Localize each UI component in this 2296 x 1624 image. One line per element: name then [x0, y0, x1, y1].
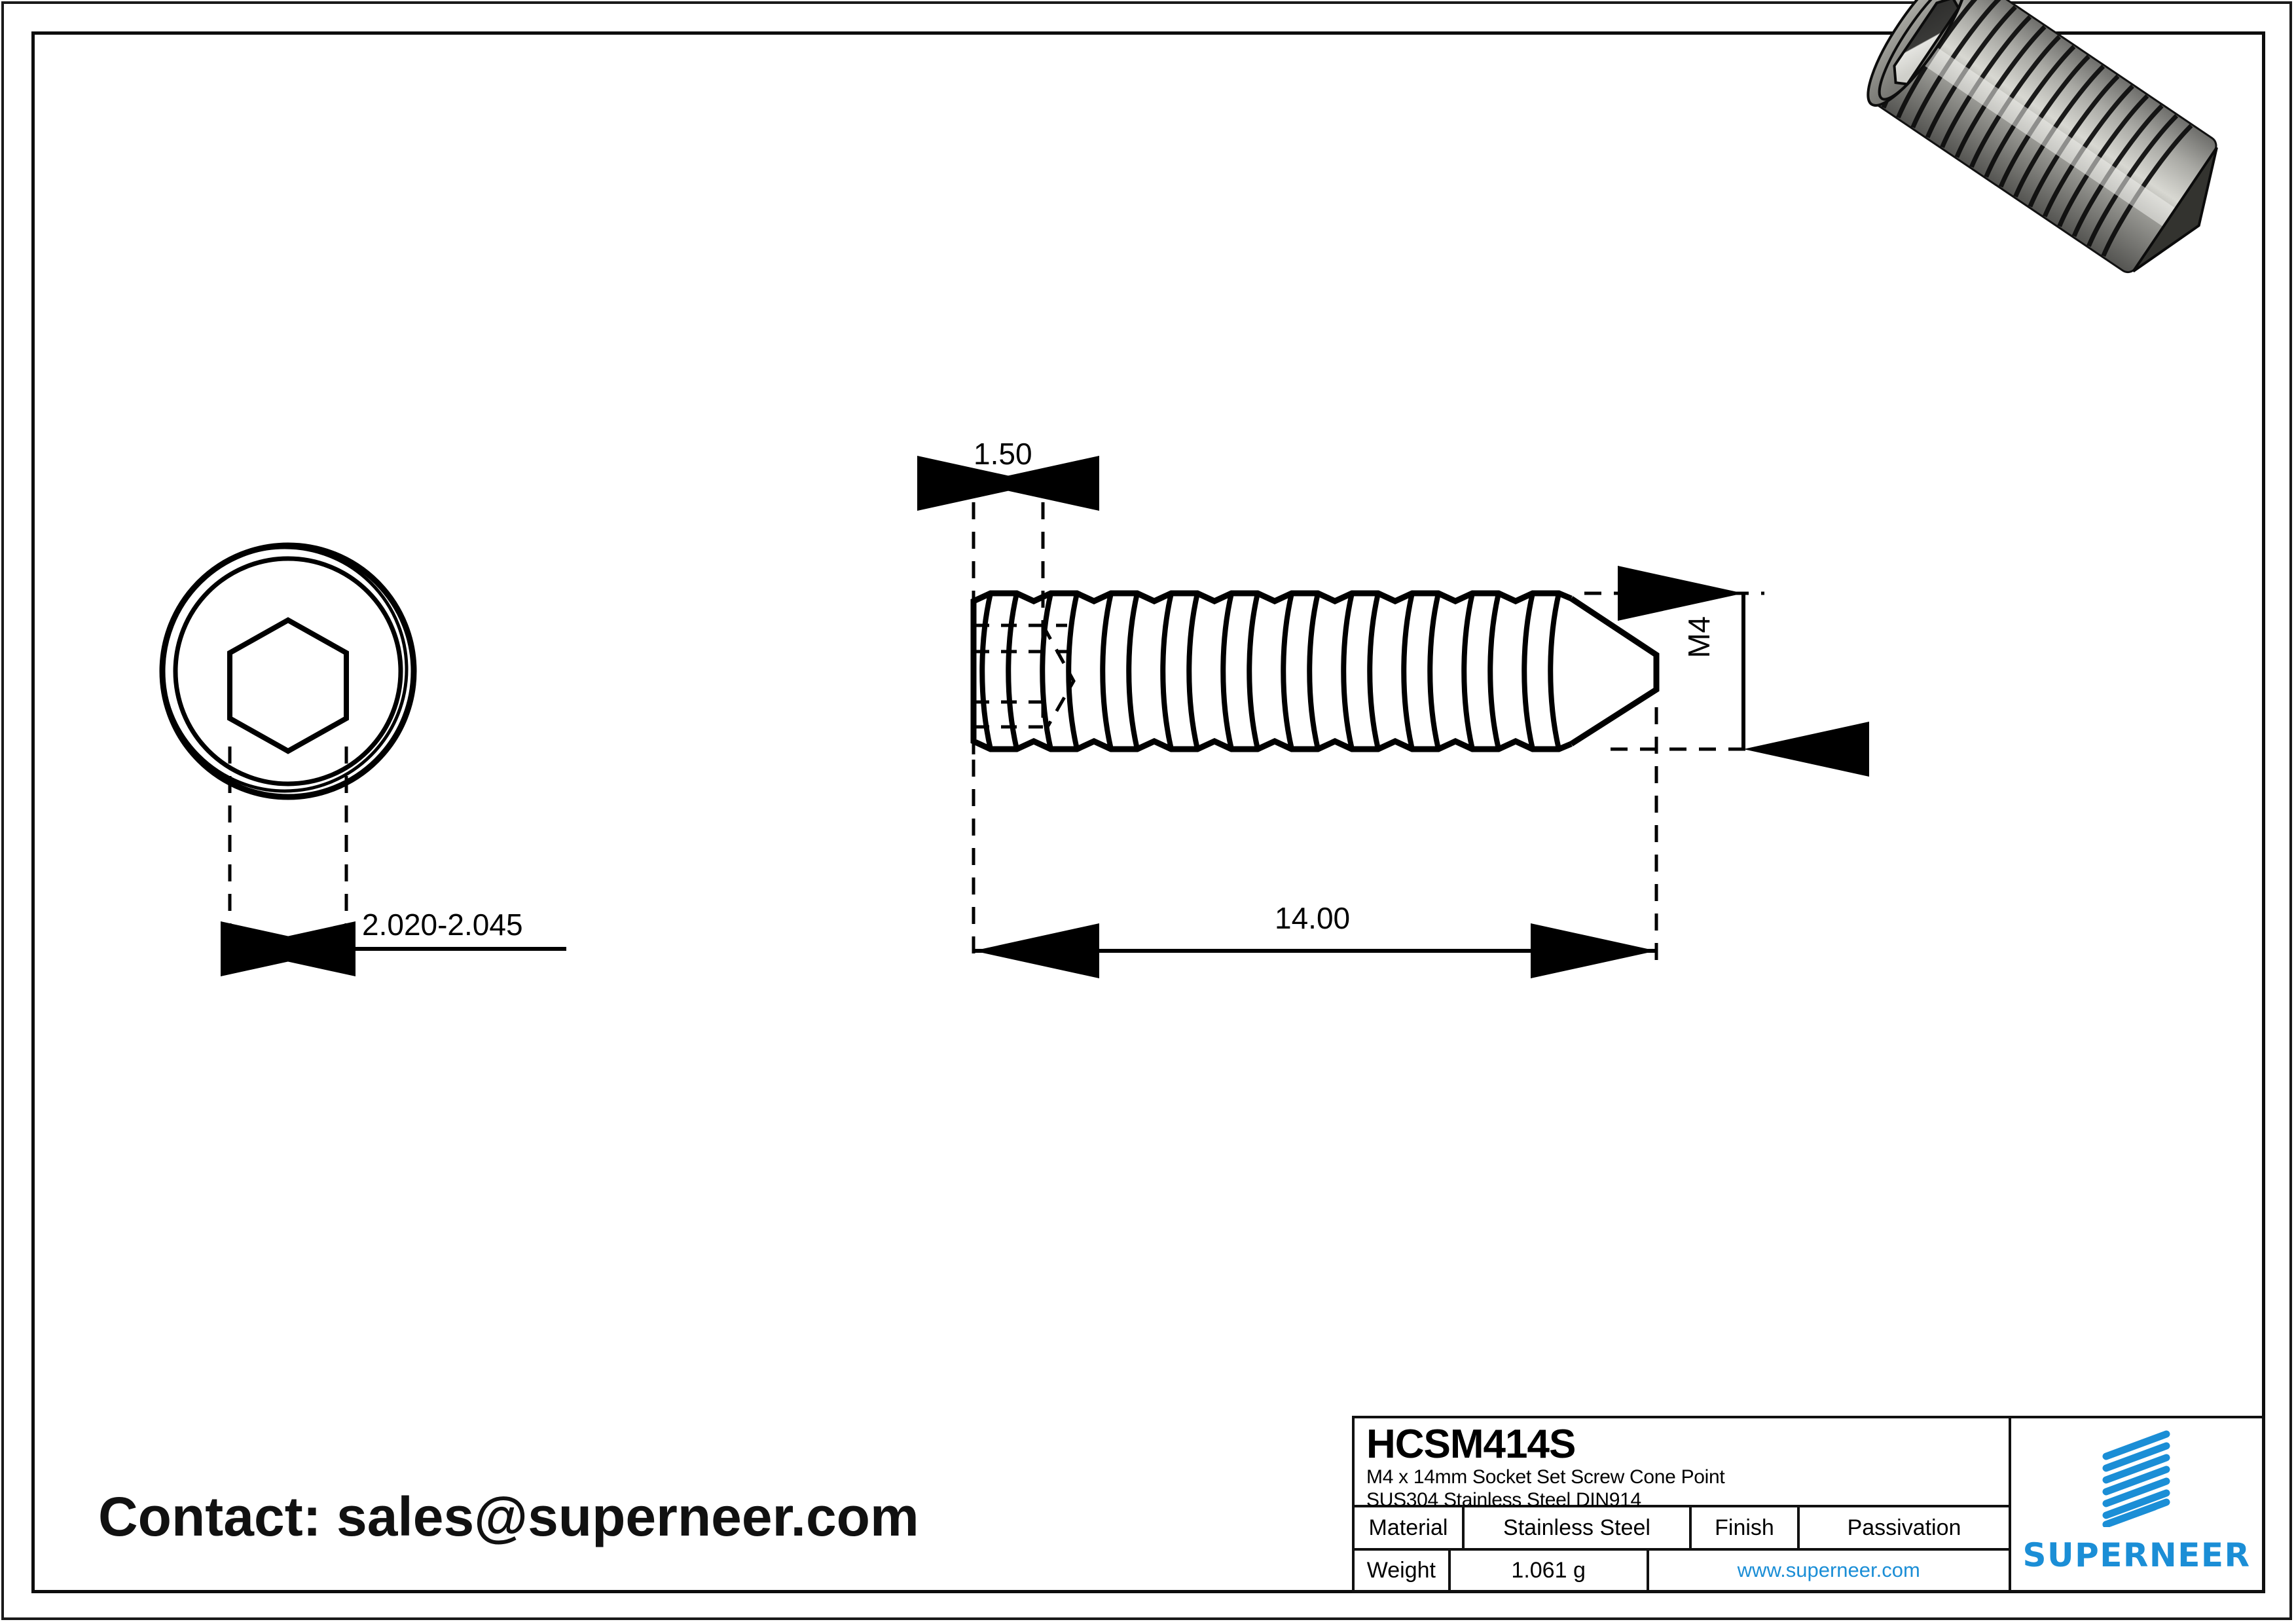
superneer-logo-icon	[2102, 1430, 2170, 1527]
part-description-line-1: M4 x 14mm Socket Set Screw Cone Point	[1366, 1466, 1725, 1488]
socket-depth-label: 1.50	[974, 437, 1032, 471]
brand-logo-panel: SUPERNEER	[2011, 1418, 2262, 1590]
title-block-header: HCSM414S M4 x 14mm Socket Set Screw Cone…	[1355, 1418, 2009, 1511]
socket-width-label: 2.020-2.045	[362, 908, 523, 942]
material-label: Material	[1355, 1507, 1465, 1548]
weight-label: Weight	[1355, 1551, 1451, 1590]
thread-size-label: M4	[1682, 616, 1716, 658]
weight-website-row: Weight 1.061 g www.superneer.com	[1355, 1551, 2009, 1590]
material-finish-row: Material Stainless Steel Finish Passivat…	[1355, 1507, 2009, 1551]
sheet-inner-border	[31, 31, 2265, 1593]
brand-name: SUPERNEER	[2022, 1536, 2251, 1574]
part-description-line-2: SUS304 Stainless Steel DIN914	[1366, 1489, 1641, 1511]
title-block: HCSM414S M4 x 14mm Socket Set Screw Cone…	[1352, 1416, 2265, 1593]
finish-label: Finish	[1692, 1507, 1800, 1548]
finish-value: Passivation	[1847, 1515, 1961, 1540]
website-link[interactable]: www.superneer.com	[1737, 1559, 1920, 1581]
length-label: 14.00	[1275, 901, 1351, 935]
contact-email-text: Contact: sales@superneer.com	[98, 1486, 919, 1547]
weight-value: 1.061 g	[1451, 1551, 1649, 1590]
title-block-info: HCSM414S M4 x 14mm Socket Set Screw Cone…	[1355, 1418, 2011, 1590]
material-value: Stainless Steel	[1465, 1507, 1692, 1548]
part-number: HCSM414S	[1366, 1422, 1576, 1467]
